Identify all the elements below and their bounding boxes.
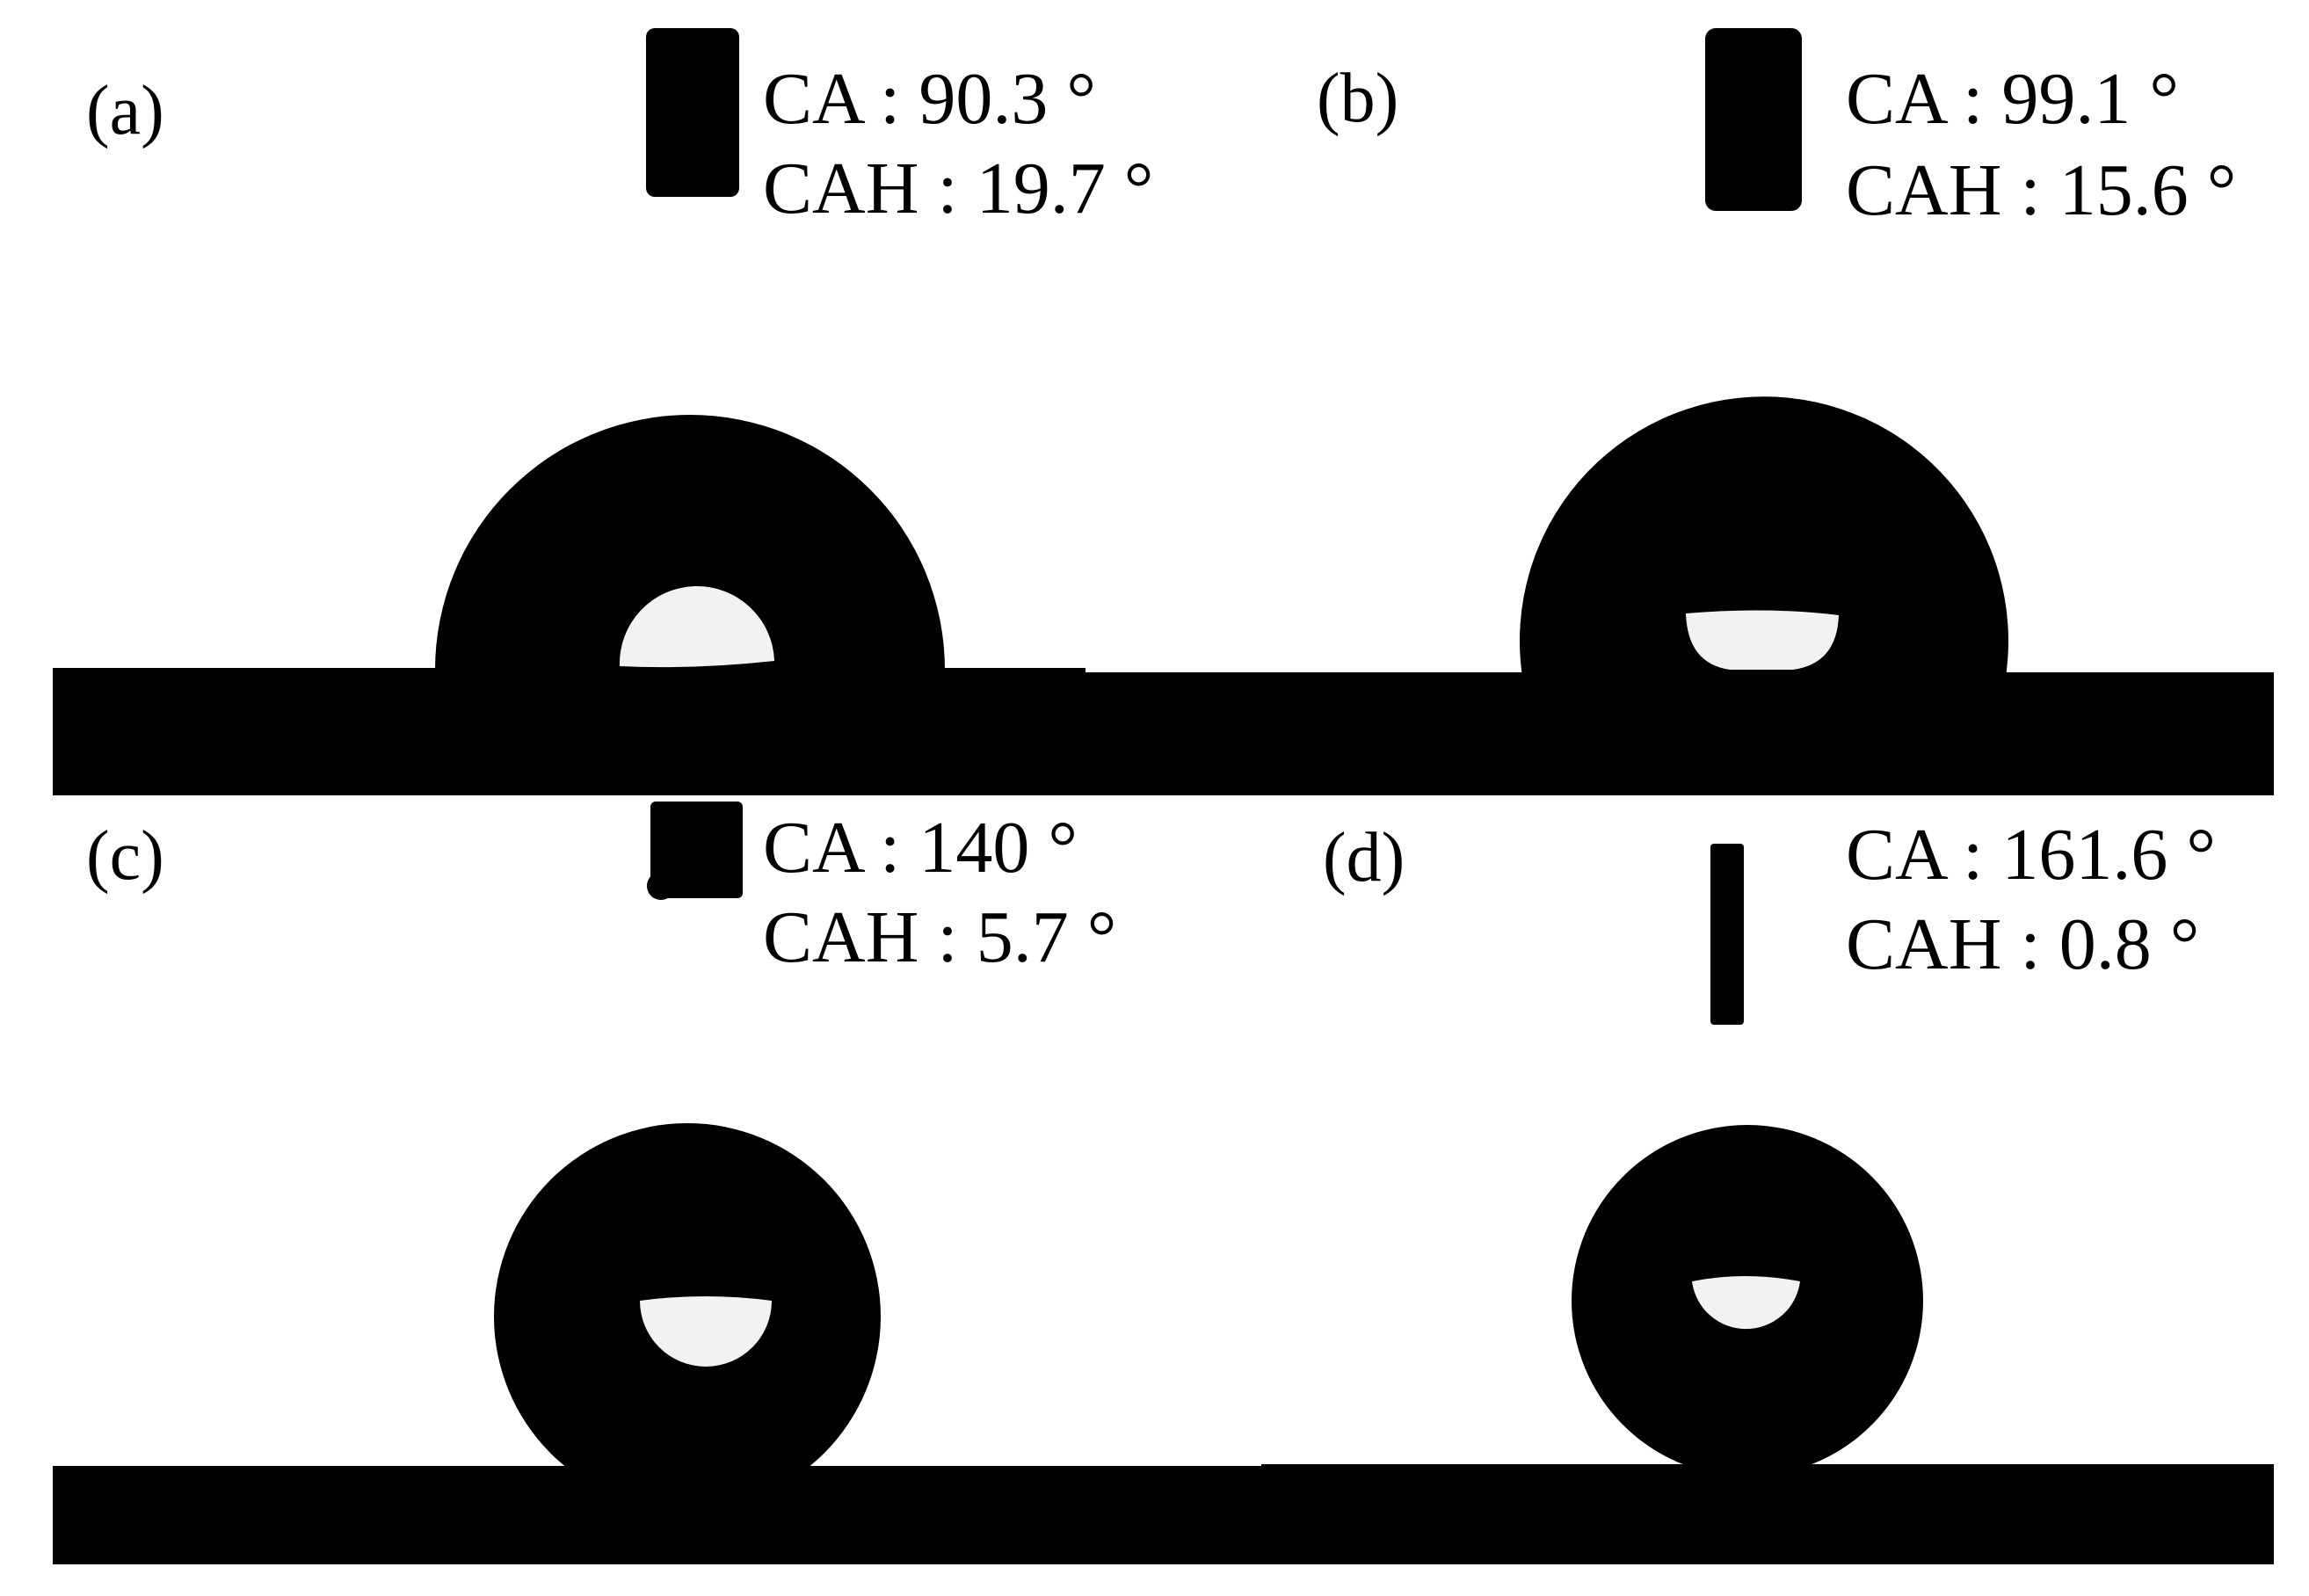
contact-angle-hysteresis-a: CAH : 19.7 °: [763, 148, 1153, 229]
substrate-b: [1086, 672, 2274, 795]
contact-angle-d: CA : 161.6 °: [1846, 814, 2216, 896]
contact-angle-hysteresis-d: CAH : 0.8 °: [1846, 903, 2199, 985]
contact-angle-hysteresis-b: CAH : 15.6 °: [1846, 149, 2236, 231]
contact-angle-c: CA : 140 °: [763, 807, 1078, 889]
panel-a: (a) CA : 90.3 ° CAH : 19.7 °: [53, 28, 1153, 795]
needle-a: [646, 28, 739, 197]
panel-label-d: (d): [1323, 819, 1405, 896]
substrate-a: [53, 668, 1086, 795]
needle-d: [1710, 844, 1744, 1025]
needle-b: [1705, 28, 1802, 211]
droplet-a: [435, 415, 945, 670]
panel-label-c: (c): [86, 817, 164, 895]
panel-b: (b) CA : 99.1 ° CAH : 15.6 °: [1086, 28, 2274, 795]
panel-c: (c) CA : 140 ° CAH : 5.7 °: [53, 802, 1261, 1564]
panel-d: (d) CA : 161.6 ° CAH : 0.8 °: [1261, 814, 2274, 1564]
panel-label-b: (b): [1317, 60, 1398, 137]
needle-tip-c: [647, 872, 675, 900]
contact-angle-hysteresis-c: CAH : 5.7 °: [763, 896, 1116, 978]
droplet-b: [1520, 396, 2008, 677]
panel-label-a: (a): [86, 72, 164, 149]
droplet-highlight-b: [1686, 610, 1839, 670]
droplet-highlight-c: [640, 1296, 772, 1367]
substrate-d: [1261, 1464, 2274, 1564]
droplet-highlight-d: [1692, 1276, 1800, 1330]
droplet-highlight-a: [619, 586, 774, 668]
needle-c: [650, 802, 743, 898]
contact-angle-a: CA : 90.3 °: [763, 58, 1096, 140]
contact-angle-b: CA : 99.1 °: [1846, 58, 2179, 140]
